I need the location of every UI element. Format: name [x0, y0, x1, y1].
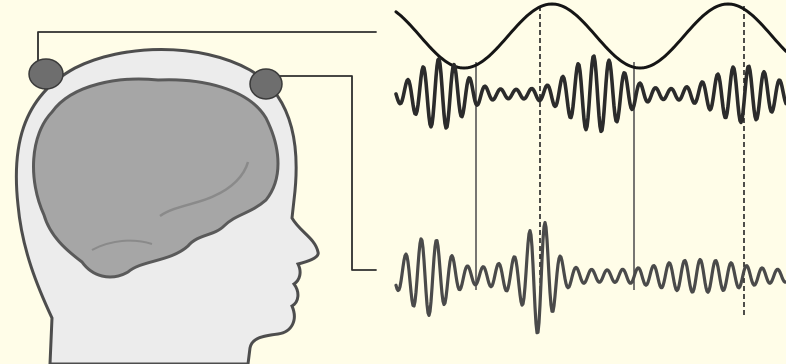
electrode-parietal — [250, 69, 282, 99]
electrode-frontal — [29, 59, 63, 89]
